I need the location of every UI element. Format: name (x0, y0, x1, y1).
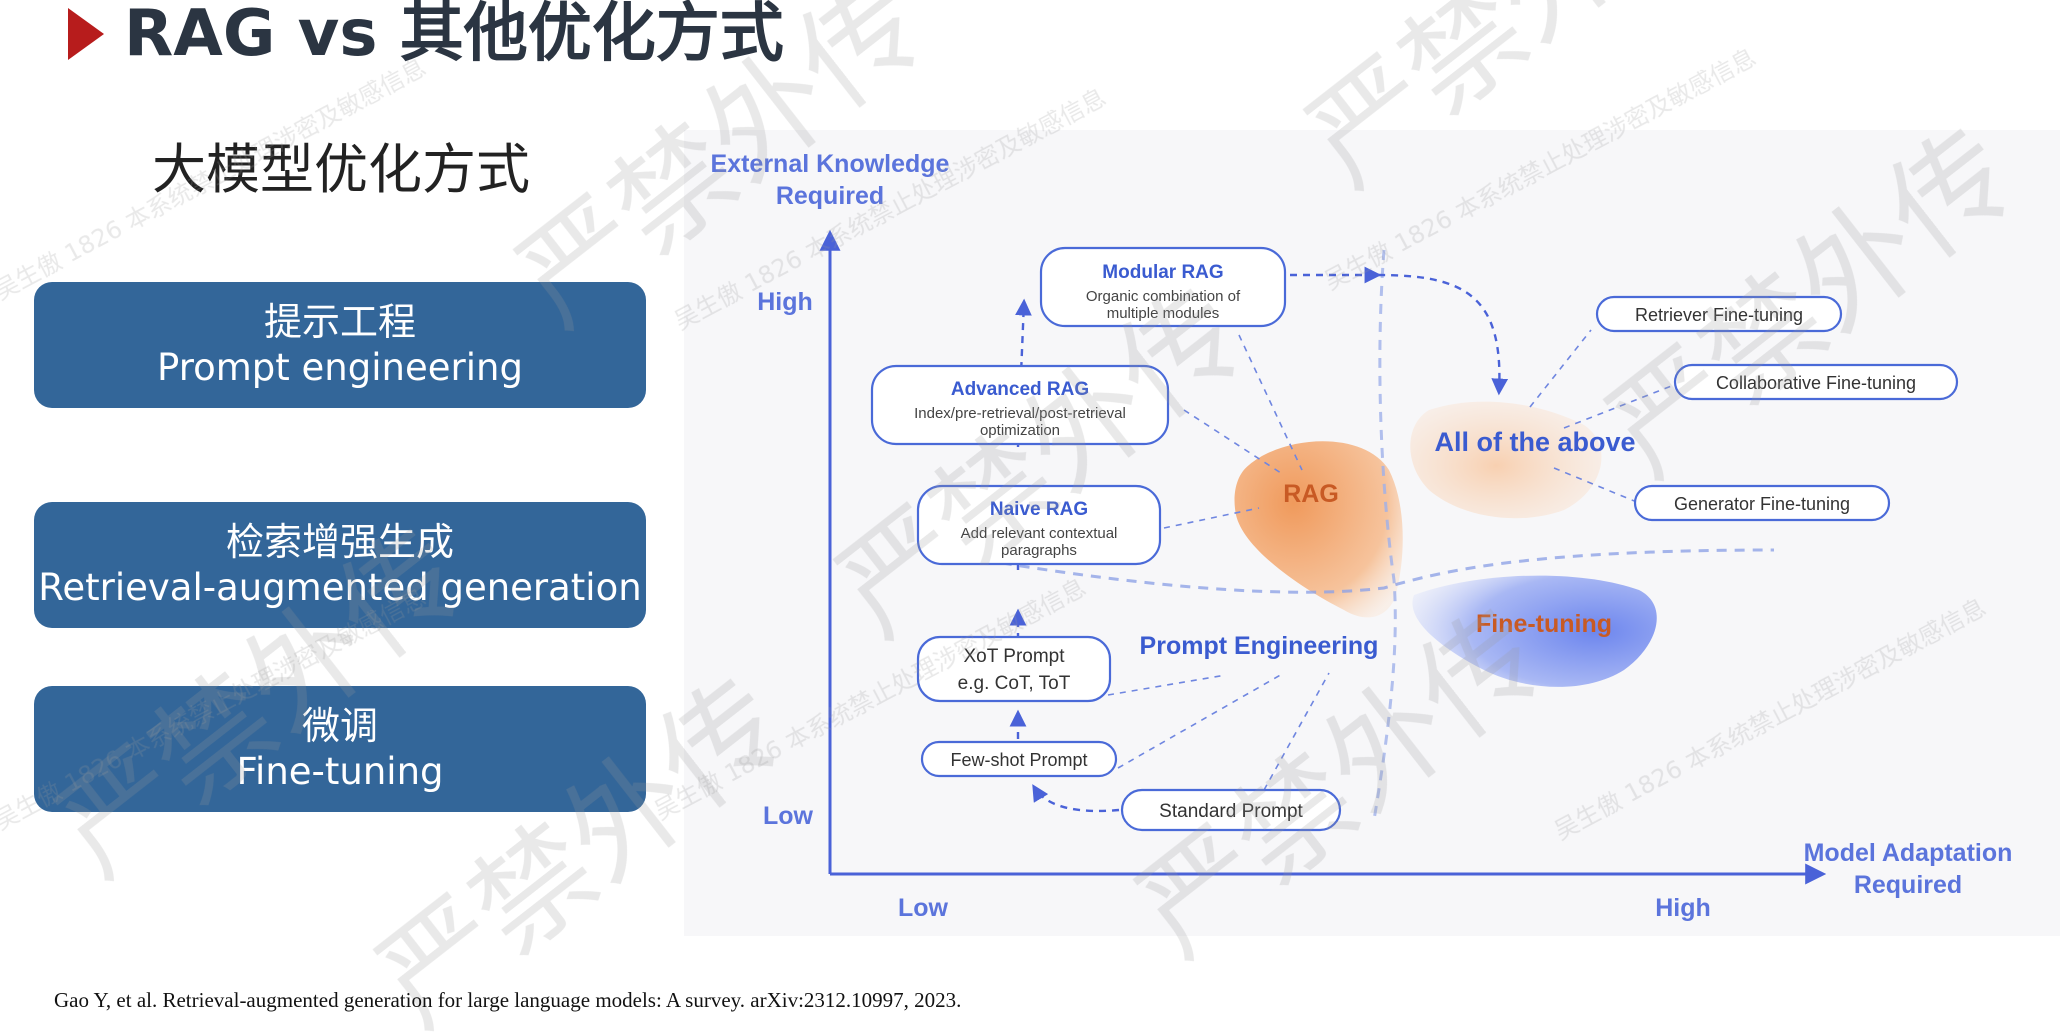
prompt-engineering-region-label: Prompt Engineering (1140, 632, 1379, 660)
title-arrow-icon (68, 8, 104, 60)
rag-region (1234, 441, 1403, 618)
node-title: Advanced RAG (951, 379, 1089, 400)
rag-region-label: RAG (1283, 480, 1339, 508)
method-card-prompt-engineering: 提示工程 Prompt engineering (34, 282, 646, 408)
node-xot-prompt: XoT Prompt e.g. CoT, ToT (916, 635, 1112, 703)
node-label: Collaborative Fine-tuning (1716, 373, 1916, 393)
page-title: RAG vs 其他优化方式 (124, 0, 784, 71)
node-label: Retriever Fine-tuning (1635, 305, 1803, 325)
node-desc: multiple modules (1107, 305, 1220, 322)
node-label: XoT Prompt (963, 646, 1065, 667)
y-high-label: High (757, 288, 813, 316)
node-title: Modular RAG (1102, 262, 1223, 283)
node-advanced-rag: Advanced RAG Index/pre-retrieval/post-re… (870, 364, 1170, 446)
method-label-en: Retrieval-augmented generation (38, 566, 642, 609)
y-low-label: Low (763, 802, 814, 830)
node-label: Generator Fine-tuning (1674, 494, 1850, 514)
node-standard-prompt: Standard Prompt (1120, 788, 1342, 832)
node-collaborative-fine-tuning: Collaborative Fine-tuning (1673, 363, 1959, 401)
x-axis-title: Model Adaptation (1804, 839, 2013, 867)
node-naive-rag: Naive RAG Add relevant contextual paragr… (916, 484, 1162, 566)
node-label: Few-shot Prompt (950, 750, 1087, 770)
leader-lines (1107, 329, 1675, 791)
method-card-rag: 检索增强生成 Retrieval-augmented generation (34, 502, 646, 628)
node-desc: Organic combination of (1086, 288, 1241, 305)
x-low-label: Low (898, 894, 949, 922)
section-title: 大模型优化方式 (152, 138, 530, 201)
fine-tuning-region (1412, 575, 1657, 687)
method-label-zh: 提示工程 (263, 300, 416, 344)
citation: Gao Y, et al. Retrieval-augmented genera… (54, 988, 962, 1012)
node-title: Naive RAG (990, 499, 1088, 520)
node-desc: Add relevant contextual (961, 525, 1118, 542)
method-card-fine-tuning: 微调 Fine-tuning (34, 686, 646, 812)
optimization-diagram: External Knowledge Required Model Adapta… (684, 130, 2060, 936)
y-axis-title: External Knowledge (711, 150, 950, 178)
y-axis-title: Required (776, 182, 884, 210)
boundary-vertical (1372, 249, 1397, 821)
node-desc: Index/pre-retrieval/post-retrieval (914, 405, 1126, 422)
all-of-the-above-label: All of the above (1434, 427, 1635, 457)
x-axis-title: Required (1854, 871, 1962, 899)
node-desc: paragraphs (1001, 542, 1077, 559)
node-label: e.g. CoT, ToT (958, 673, 1071, 694)
all-region (1410, 401, 1602, 519)
node-generator-fine-tuning: Generator Fine-tuning (1633, 484, 1891, 522)
x-high-label: High (1655, 894, 1711, 922)
fine-tuning-region-label: Fine-tuning (1476, 610, 1612, 638)
method-label-en: Fine-tuning (236, 750, 444, 793)
method-label-zh: 微调 (301, 704, 378, 748)
node-few-shot-prompt: Few-shot Prompt (920, 740, 1118, 778)
boundary-horizontal (983, 548, 1775, 594)
node-modular-rag: Modular RAG Organic combination of multi… (1039, 246, 1287, 328)
node-retriever-fine-tuning: Retriever Fine-tuning (1595, 295, 1843, 333)
node-desc: optimization (980, 422, 1060, 439)
method-label-en: Prompt engineering (157, 346, 523, 389)
method-label-zh: 检索增强生成 (225, 520, 454, 564)
node-label: Standard Prompt (1159, 801, 1303, 822)
